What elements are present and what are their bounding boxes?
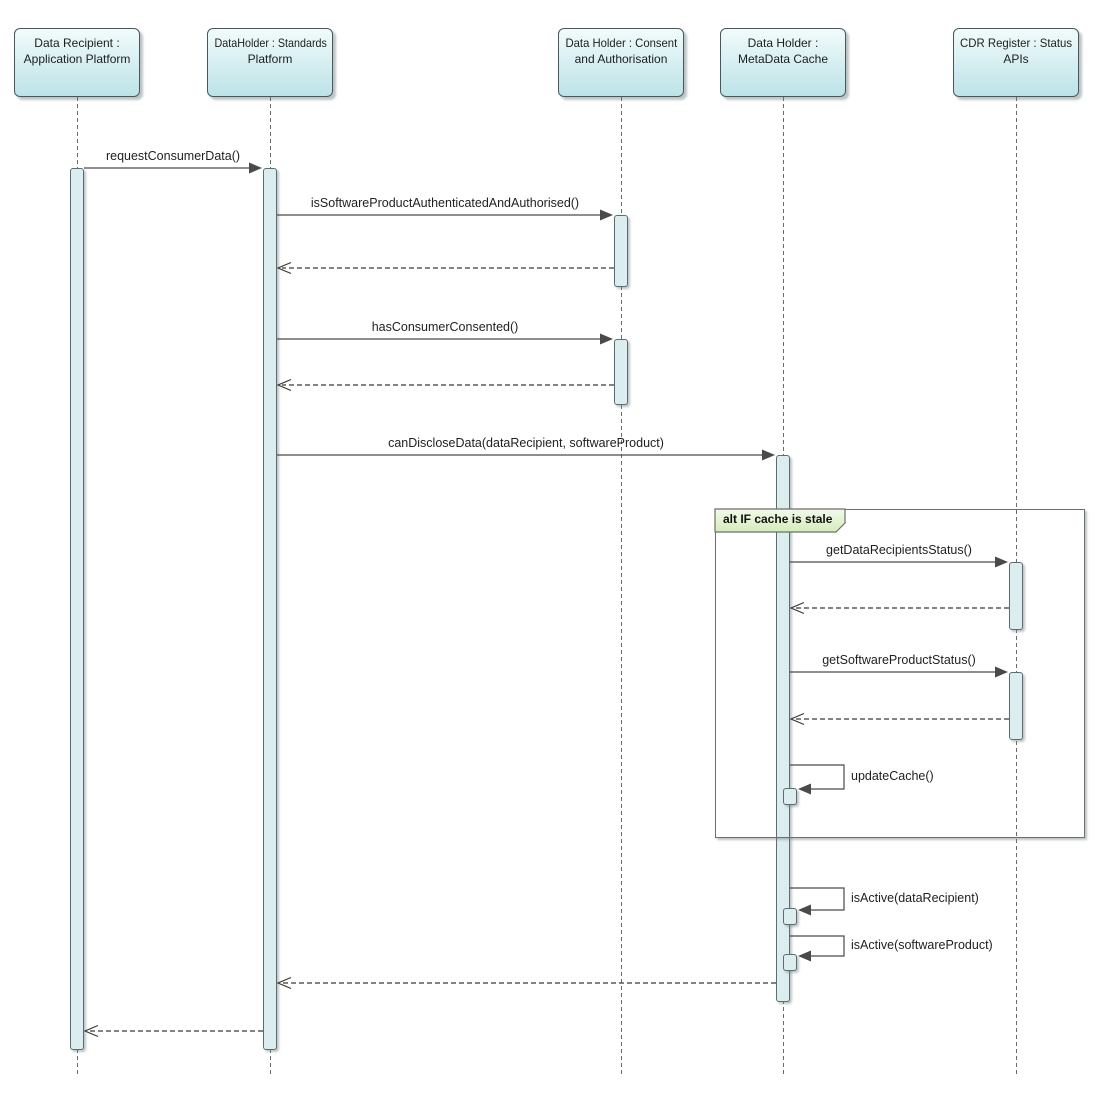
nested-activation-bar <box>783 788 797 805</box>
self-message-loop <box>790 764 845 790</box>
return-arrowhead <box>789 712 805 726</box>
message-label: getDataRecipientsStatus() <box>826 543 972 557</box>
label-text: Data Holder : <box>747 36 819 50</box>
message-arrowhead <box>995 556 1008 568</box>
activation-bar <box>70 168 84 1050</box>
message-arrowhead <box>600 209 613 221</box>
return-arrowhead <box>789 601 805 615</box>
activation-bar <box>614 215 628 287</box>
activation-bar <box>614 339 628 405</box>
message-arrowhead <box>600 333 613 345</box>
lifeline-head-label: MetaData Cache <box>721 51 845 67</box>
message-label: isActive(dataRecipient) <box>851 891 979 905</box>
lifeline-head-data-holder-metadata-cache: Data Holder : MetaData Cache <box>720 28 846 97</box>
message-arrowhead <box>995 666 1008 678</box>
activation-bar <box>263 168 277 1050</box>
message-arrowhead <box>798 904 811 916</box>
alt-fragment-frame <box>715 509 1085 838</box>
message-label: isActive(softwareProduct) <box>851 938 993 952</box>
lifeline-head-data-recipient-application-platform: Data Recipient : Application Platform <box>14 28 140 97</box>
self-message-loop <box>790 935 845 957</box>
label-text: DataHolder : Standards <box>214 36 327 50</box>
activation-bar <box>1009 672 1023 740</box>
message-arrowhead <box>249 162 262 174</box>
label-text: MetaData Cache <box>737 52 829 66</box>
label-text: APIs <box>1003 52 1029 66</box>
label-text: CDR Register : Status <box>959 36 1073 50</box>
lifeline-head-label: Platform <box>208 51 332 67</box>
label-text: Data Recipient : <box>34 36 120 50</box>
lifeline-head-label: Data Recipient : <box>15 35 139 51</box>
activation-bar <box>1009 562 1023 630</box>
fragment-operator-label: alt IF cache is stale <box>723 512 833 526</box>
message-label: requestConsumerData() <box>105 149 241 163</box>
label-text: and Authorisation <box>574 52 668 66</box>
message-label: updateCache() <box>851 769 934 783</box>
lifeline-head-label: Data Holder : <box>721 35 845 51</box>
lifeline-head-label: and Authorisation <box>559 51 683 67</box>
message-label: getSoftwareProductStatus() <box>822 653 976 667</box>
activation-bar <box>776 455 790 1002</box>
lifeline-head-label: Data Holder : Consent <box>559 35 683 51</box>
message-label: canDiscloseData(dataRecipient, softwareP… <box>388 436 664 450</box>
return-arrowhead <box>83 1024 99 1038</box>
message-arrowhead <box>762 449 775 461</box>
label-text: Application Platform <box>23 52 131 66</box>
nested-activation-bar <box>783 954 797 971</box>
self-message-loop <box>790 887 845 911</box>
label-text: Platform <box>247 52 293 66</box>
return-arrowhead <box>276 378 292 392</box>
message-arrowhead <box>798 950 811 962</box>
lifeline-head-label: APIs <box>954 51 1078 67</box>
nested-activation-bar <box>783 908 797 925</box>
return-arrowhead <box>276 261 292 275</box>
message-arrowhead <box>798 783 811 795</box>
lifeline-head-label: CDR Register : Status <box>954 35 1078 51</box>
lifeline-head-label: Application Platform <box>15 51 139 67</box>
message-label: isSoftwareProductAuthenticatedAndAuthori… <box>310 196 580 210</box>
lifeline-head-data-holder-consent-and-authorisation: Data Holder : Consent and Authorisation <box>558 28 684 97</box>
fragment-tab <box>714 508 846 533</box>
message-label: hasConsumerConsented() <box>371 320 519 334</box>
label-text: Data Holder : Consent <box>565 36 677 50</box>
return-arrowhead <box>276 976 292 990</box>
lifeline-head-label: DataHolder : Standards <box>208 35 332 51</box>
